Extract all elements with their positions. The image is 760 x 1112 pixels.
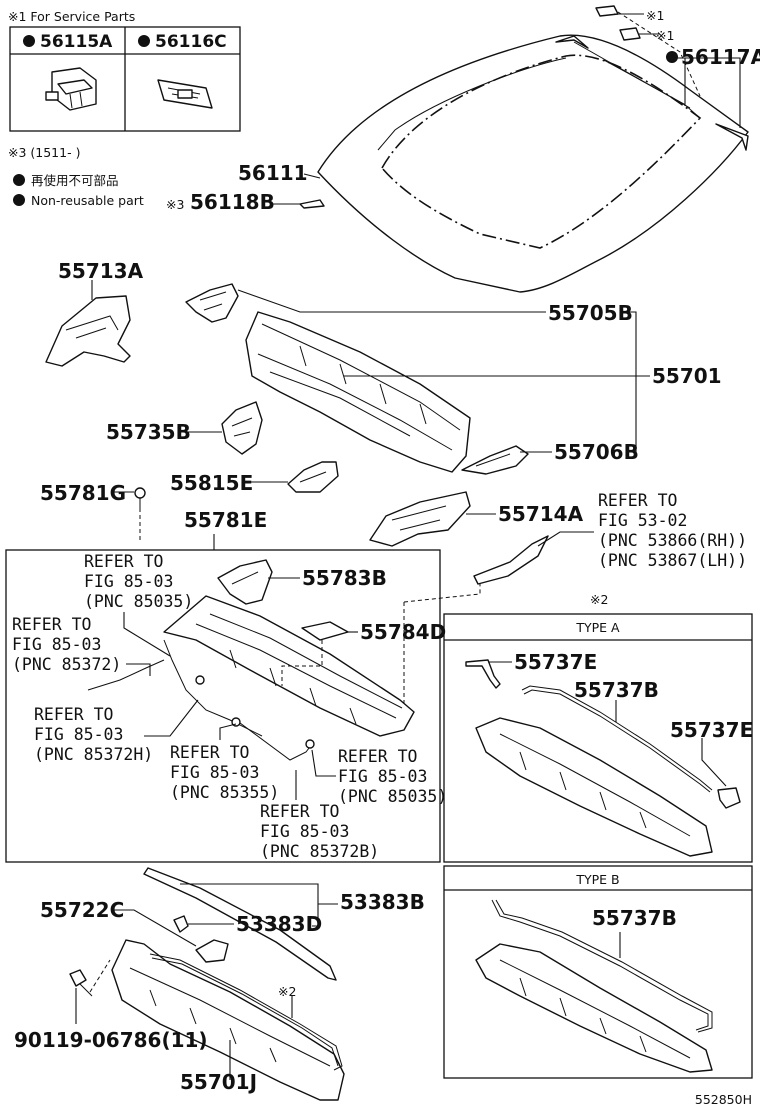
clip-55781G bbox=[134, 487, 146, 508]
type-b-part-55737B: 55737B bbox=[592, 906, 677, 930]
ref-85372H-line1: REFER TO bbox=[34, 705, 113, 724]
cowl-seal-55701J bbox=[111, 939, 345, 1101]
clip-56118B bbox=[299, 199, 325, 209]
bracket-55735B bbox=[221, 401, 263, 455]
part-53383B-label: 53383B bbox=[340, 890, 425, 914]
part-55701J-label: 55701J bbox=[180, 1070, 257, 1094]
ref-53-02-line2: FIG 53-02 bbox=[598, 511, 687, 530]
part-56118B-label: 56118B bbox=[190, 190, 275, 214]
ref-85035-top-line2: FIG 85-03 bbox=[84, 572, 173, 591]
bracket-55783B bbox=[217, 559, 273, 605]
cowl-panel-55701 bbox=[245, 311, 471, 473]
bracket-55722C bbox=[195, 939, 229, 963]
clip-top bbox=[595, 5, 641, 41]
type-b-box: TYPE B 55737B bbox=[443, 865, 753, 1079]
ref-85035-right-line2: FIG 85-03 bbox=[338, 767, 427, 786]
ref-85035-top-line3: (PNC 85035) bbox=[84, 592, 193, 611]
non-reusable-marker bbox=[23, 35, 35, 47]
legend-jp: 再使用不可部品 bbox=[31, 173, 119, 188]
clip-56116C-drawing bbox=[157, 79, 213, 109]
note-3: ※3 (1511- ) bbox=[8, 145, 80, 160]
clip-53383D bbox=[173, 915, 189, 933]
ref-85355-line1: REFER TO bbox=[170, 743, 249, 762]
ref-85372-line1: REFER TO bbox=[12, 615, 91, 634]
ref-85372B-line2: FIG 85-03 bbox=[260, 822, 349, 841]
ref-53-02-line4: (PNC 53867(LH)) bbox=[598, 551, 747, 570]
bracket-55706B bbox=[461, 445, 529, 475]
ref-85035-top-line1: REFER TO bbox=[84, 552, 163, 571]
service-parts-title: ※1 For Service Parts bbox=[8, 9, 135, 24]
type-a-box: TYPE A 55737E 55737B 55737E bbox=[443, 613, 753, 863]
type-a-part-55737E-1: 55737E bbox=[514, 650, 597, 674]
ref-85372B-line3: (PNC 85372B) bbox=[260, 842, 379, 861]
part-90119-label: 90119-06786(11) bbox=[14, 1028, 208, 1052]
bracket-55713A bbox=[45, 295, 131, 367]
non-reusable-marker bbox=[666, 51, 678, 63]
part-55714A-label: 55714A bbox=[498, 502, 584, 526]
part-55722C-label: 55722C bbox=[40, 898, 124, 922]
mark-2-bottom: ※2 bbox=[278, 984, 296, 999]
ref-85355-line2: FIG 85-03 bbox=[170, 763, 259, 782]
mark-2-right: ※2 bbox=[590, 592, 608, 607]
type-a-part-55737E-2: 55737E bbox=[670, 718, 753, 742]
part-56117A-label: 56117A bbox=[681, 45, 760, 69]
part-55701-label: 55701 bbox=[652, 364, 722, 388]
ref-53-02-line1: REFER TO bbox=[598, 491, 677, 510]
ref-85372-line2: FIG 85-03 bbox=[12, 635, 101, 654]
part-55781E-label: 55781E bbox=[184, 508, 267, 532]
legend-en: Non-reusable part bbox=[31, 193, 144, 208]
service-parts-inset: ※1 For Service Parts 56115A 56116C ※3 (1… bbox=[8, 9, 241, 208]
part-55705B-label: 55705B bbox=[548, 301, 633, 325]
part-55815E-label: 55815E bbox=[170, 471, 253, 495]
seal-53866 bbox=[473, 535, 549, 585]
bracket-55705B bbox=[185, 283, 239, 323]
wiper-link-box bbox=[5, 549, 441, 863]
clip-56115A-drawing bbox=[45, 67, 97, 111]
part-56115A-label: 56115A bbox=[40, 32, 113, 52]
part-56111-label: 56111 bbox=[238, 161, 308, 185]
weatherstrip-53383B bbox=[143, 867, 337, 981]
part-55783B-label: 55783B bbox=[302, 566, 387, 590]
bracket-55815E bbox=[287, 461, 339, 493]
ref-85372B-line1: REFER TO bbox=[260, 802, 339, 821]
part-53383D-label: 53383D bbox=[236, 912, 322, 936]
bolt-90119 bbox=[69, 969, 93, 997]
moulding-56117A bbox=[555, 35, 749, 151]
ref-85035-right-line1: REFER TO bbox=[338, 747, 417, 766]
type-a-part-55737B: 55737B bbox=[574, 678, 659, 702]
ref-85372H-line3: (PNC 85372H) bbox=[34, 745, 153, 764]
ref-85372-line3: (PNC 85372) bbox=[12, 655, 121, 674]
cowl-seal-type-b bbox=[475, 943, 713, 1073]
part-55706B-label: 55706B bbox=[554, 440, 639, 464]
bracket-55784D bbox=[301, 621, 349, 641]
part-55781G-label: 55781G bbox=[40, 481, 126, 505]
mark-1-a: ※1 bbox=[646, 8, 664, 23]
ref-85372H-line2: FIG 85-03 bbox=[34, 725, 123, 744]
mark-1-b: ※1 bbox=[656, 28, 674, 43]
figure-id: 552850H bbox=[695, 1092, 752, 1107]
mark-3: ※3 bbox=[166, 197, 184, 212]
type-b-title: TYPE B bbox=[575, 872, 619, 887]
part-55735B-label: 55735B bbox=[106, 420, 191, 444]
ref-85035-right-line3: (PNC 85035) bbox=[338, 787, 447, 806]
part-56116C-label: 56116C bbox=[155, 32, 227, 52]
windshield-glass bbox=[317, 34, 749, 293]
ref-85355-line3: (PNC 85355) bbox=[170, 783, 279, 802]
bracket-55714A bbox=[369, 491, 471, 547]
cowl-seal-type-a bbox=[475, 717, 713, 857]
type-a-title: TYPE A bbox=[575, 620, 620, 635]
seal-line bbox=[149, 953, 343, 1071]
ref-53-02-line3: (PNC 53866(RH)) bbox=[598, 531, 747, 550]
part-55713A-label: 55713A bbox=[58, 259, 144, 283]
part-55784D-label: 55784D bbox=[360, 620, 446, 644]
non-reusable-marker bbox=[138, 35, 150, 47]
